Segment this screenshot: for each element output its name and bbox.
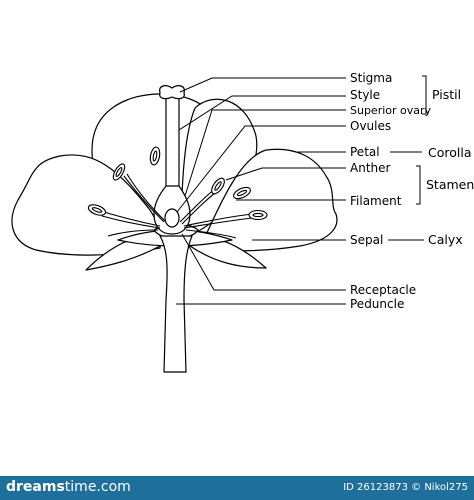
filament-3 — [107, 229, 159, 237]
anther-3-inner — [152, 150, 158, 162]
filament-1b — [126, 173, 167, 223]
anther-1-inner — [115, 167, 123, 177]
label-style: Style — [350, 88, 380, 102]
petal-left — [11, 154, 162, 256]
anther-6-inner — [236, 189, 248, 197]
filament-5 — [183, 213, 253, 227]
brand-logo: dreamstime.com — [6, 479, 131, 495]
filament-1 — [123, 175, 165, 223]
group-label-corolla: Corolla — [428, 145, 472, 160]
flower-structure-diagram: Stigma Style Superior ovary Ovules Petal… — [11, 71, 474, 373]
brand-logo-main: dreams — [6, 479, 65, 495]
leader-stigma — [179, 77, 346, 93]
ovule — [164, 208, 180, 228]
label-sepal: Sepal — [350, 233, 383, 247]
bracket-pistil — [422, 75, 427, 115]
image-author: Nikol275 — [424, 482, 468, 493]
image-id: ID 26123873 — [343, 482, 408, 493]
bracket-stamen — [416, 165, 421, 205]
filament-6 — [185, 229, 237, 239]
label-stigma: Stigma — [350, 71, 392, 85]
style — [165, 95, 180, 193]
stock-footer-bar: dreamstime.com ID 26123873 © Nikol275 — [0, 476, 474, 500]
label-superior-ovary: Superior ovary — [350, 104, 432, 117]
group-label-calyx: Calyx — [428, 232, 463, 247]
stigma — [159, 85, 185, 100]
anther-5-inner — [252, 212, 264, 218]
label-filament: Filament — [350, 194, 402, 208]
label-petal: Petal — [350, 145, 380, 159]
leader-receptacle — [181, 233, 346, 291]
filament-5b — [183, 217, 253, 229]
anther-2-inner — [91, 207, 103, 213]
label-peduncle: Peduncle — [350, 297, 404, 311]
group-label-stamen: Stamen — [426, 177, 474, 192]
leader-anther — [225, 167, 346, 181]
filament-2 — [103, 211, 161, 227]
filament-2b — [101, 215, 161, 229]
label-ovules: Ovules — [350, 119, 391, 133]
label-receptacle: Receptacle — [350, 283, 416, 297]
anther-4-inner — [214, 181, 222, 191]
label-anther: Anther — [350, 161, 391, 175]
leader-superior-ovary — [184, 109, 346, 197]
brand-logo-tail: time.com — [64, 479, 131, 495]
leader-ovules — [176, 125, 346, 213]
group-label-pistil: Pistil — [432, 87, 461, 102]
image-credit: ID 26123873 © Nikol275 — [343, 482, 468, 493]
leader-style — [178, 95, 346, 131]
